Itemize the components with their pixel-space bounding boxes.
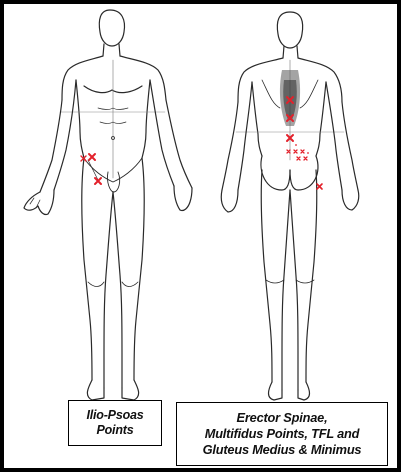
- tfl-point: [317, 184, 322, 189]
- caption-line: Gluteus Medius & Minimus: [203, 442, 362, 458]
- caption-line: Multifidus Points, TFL and: [203, 426, 362, 442]
- ilio-psoas-point-3: [95, 178, 101, 184]
- front-body-figure: [24, 10, 192, 400]
- multifidus-point-2: [287, 150, 290, 153]
- ilio-psoas-caption: Ilio-Psoas Points: [68, 400, 162, 446]
- multifidus-point-4: [301, 150, 304, 153]
- small-point-2: [307, 152, 309, 154]
- caption-line: Ilio-Psoas: [86, 408, 143, 423]
- small-point-1: [295, 144, 297, 146]
- erector-spinae-caption: Erector Spinae, Multifidus Points, TFL a…: [176, 402, 388, 466]
- caption-line: Erector Spinae,: [203, 410, 362, 426]
- gluteus-point-2: [304, 157, 307, 160]
- caption-line: Points: [86, 423, 143, 438]
- ilio-psoas-point-1: [89, 154, 95, 160]
- multifidus-point-3: [294, 150, 297, 153]
- gluteus-point-1: [297, 157, 300, 160]
